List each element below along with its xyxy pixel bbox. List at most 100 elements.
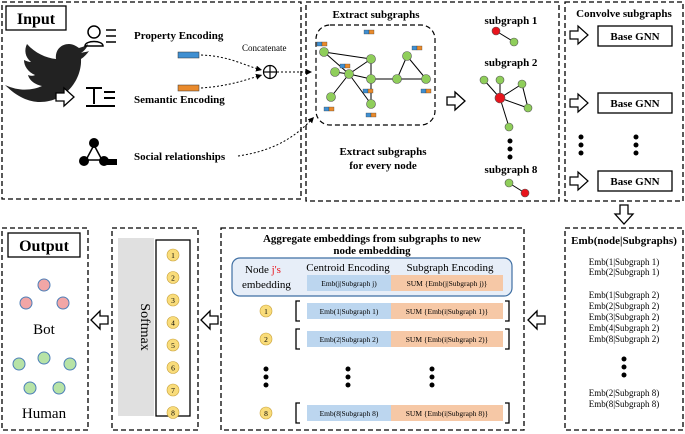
subgraph8 — [504, 178, 530, 198]
property-encoding-label: Property Encoding — [134, 30, 224, 42]
subgraph-encoding-header: Subgraph Encoding — [406, 262, 494, 274]
softmax-node-label: 4 — [171, 319, 175, 328]
emb-line: Emb(8|Subgraph 8) — [589, 399, 660, 409]
softmax-node-label: 3 — [171, 296, 175, 305]
subgraph2 — [479, 75, 533, 132]
softmax-node — [166, 271, 180, 284]
vertical-ellipsis-icon — [578, 134, 639, 156]
semantic-connector — [200, 73, 263, 89]
hollow-arrow-icon — [55, 86, 75, 108]
softmax-node — [166, 338, 180, 352]
centroid-cell-text: Emb(1|Subgraph 1) — [320, 307, 379, 316]
convolve-title: Convolve subgraphs — [576, 8, 672, 20]
twitter-bird-icon — [5, 44, 89, 102]
semantic-encoding-label: Semantic Encoding — [134, 94, 225, 106]
softmax-node — [166, 316, 180, 329]
emb-panel — [564, 227, 684, 431]
extract-title: Extract subgraphs — [332, 9, 420, 21]
base-gnn-box — [597, 25, 673, 47]
aggregate-row: 2 Emb(2|Subgraph 2) SUM {Emb(i|Subgraph … — [259, 328, 510, 350]
row-node-label: 1 — [264, 307, 268, 316]
centroid-cell-text: Emb(j|Subgraph j) — [321, 279, 377, 288]
emb-line: Emb(2|Subgraph 2) — [589, 301, 660, 311]
hollow-arrow-left-icon — [527, 309, 546, 331]
subgraph-cell — [391, 331, 503, 347]
vertical-ellipsis-icon — [507, 138, 513, 160]
emb-line: Emb(8|Subgraph 2) — [589, 334, 660, 344]
subgraph1-label: subgraph 1 — [485, 15, 538, 27]
aggregate-panel — [220, 227, 525, 431]
human-nodes — [12, 351, 77, 395]
social-network-icon — [79, 138, 117, 166]
hollow-arrow-left-icon — [90, 309, 109, 331]
softmax-node-label: 5 — [171, 341, 175, 350]
subgraph1 — [491, 26, 519, 47]
emb-line: Emb(3|Subgraph 2) — [589, 312, 660, 322]
centroid-encoding-header: Centroid Encoding — [306, 262, 390, 274]
emb-panel-title: Emb(node|Subgraphs) — [571, 235, 677, 247]
base-gnn-label: Base GNN — [610, 98, 659, 110]
extract-subtitle-line2: for every node — [349, 160, 417, 172]
softmax-bar — [118, 238, 154, 416]
bot-label: Bot — [33, 322, 56, 338]
softmax-node-label: 6 — [171, 364, 175, 373]
human-label: Human — [22, 406, 67, 422]
node-j-label-line2: embedding — [242, 279, 291, 291]
softmax-node — [166, 248, 180, 262]
gnn-row-2: Base GNN — [569, 92, 673, 114]
centroid-cell — [307, 303, 391, 319]
person-card-icon — [84, 25, 116, 47]
output-title-box — [7, 232, 81, 258]
subgraph2-label: subgraph 2 — [485, 57, 538, 69]
full-graph-box — [315, 24, 436, 126]
subgraph-cell — [391, 405, 503, 421]
hollow-arrow-left-icon — [200, 309, 219, 331]
subgraph-cell-text: SUM {Emb(j|Subgraph j)} — [407, 279, 488, 288]
vertical-ellipsis-icon — [621, 356, 627, 378]
input-title-box — [5, 5, 67, 31]
subgraph-cell — [391, 303, 503, 319]
subgraph-cell — [391, 275, 503, 291]
node-j-label: Node j's — [245, 264, 281, 276]
base-gnn-label: Base GNN — [610, 31, 659, 43]
centroid-cell-text: Emb(8|Subgraph 8) — [320, 409, 379, 418]
subgraph-cell-text: SUM {Emb(i|Subgraph 2)} — [406, 335, 488, 344]
subgraph8-label: subgraph 8 — [485, 164, 538, 176]
emb-line: Emb(4|Subgraph 2) — [589, 323, 660, 333]
emb-line: Emb(2|Subgraph 8) — [589, 388, 660, 398]
hollow-arrow-icon — [446, 90, 466, 112]
softmax-node-label: 8 — [171, 409, 175, 418]
output-title: Output — [19, 238, 69, 255]
base-gnn-box — [597, 92, 673, 114]
concat-plus-icon — [262, 64, 278, 80]
emb-line: Emb(2|Subgraph 1) — [589, 267, 660, 277]
base-gnn-label: Base GNN — [610, 176, 659, 188]
hollow-arrow-down-icon — [613, 204, 635, 225]
concatenate-label: Concatenate — [242, 43, 286, 53]
full-graph-nodes — [319, 47, 431, 109]
base-gnn-box — [597, 170, 673, 192]
gnn-row-3: Base GNN — [569, 170, 673, 192]
bot-nodes — [19, 278, 70, 310]
softmax-node-label: 7 — [171, 386, 175, 395]
softmax-node — [166, 293, 180, 307]
softmax-node-label: 1 — [171, 251, 175, 260]
centroid-cell — [307, 331, 391, 347]
subgraph-cell-text: SUM {Emb(i|Subgraph 1)} — [406, 307, 488, 316]
semantic-vector — [177, 84, 200, 92]
social-relationships-label: Social relationships — [134, 151, 226, 163]
softmax-node — [166, 406, 180, 419]
extract-subtitle-line1: Extract subgraphs — [339, 146, 427, 158]
row-node-label: 8 — [264, 409, 268, 418]
row-node-label: 2 — [264, 335, 268, 344]
emb-lines: Emb(1|Subgraph 1) Emb(2|Subgraph 1) Emb(… — [589, 257, 660, 409]
convolve-panel — [564, 1, 684, 202]
aggregate-row: 8 Emb(8|Subgraph 8) SUM {Emb(i|Subgraph … — [259, 402, 510, 424]
property-connector — [200, 54, 263, 72]
softmax-panel — [111, 227, 199, 431]
property-vector — [177, 51, 200, 59]
softmax-node — [166, 383, 180, 397]
aggregate-title-line2: node embedding — [333, 245, 411, 257]
